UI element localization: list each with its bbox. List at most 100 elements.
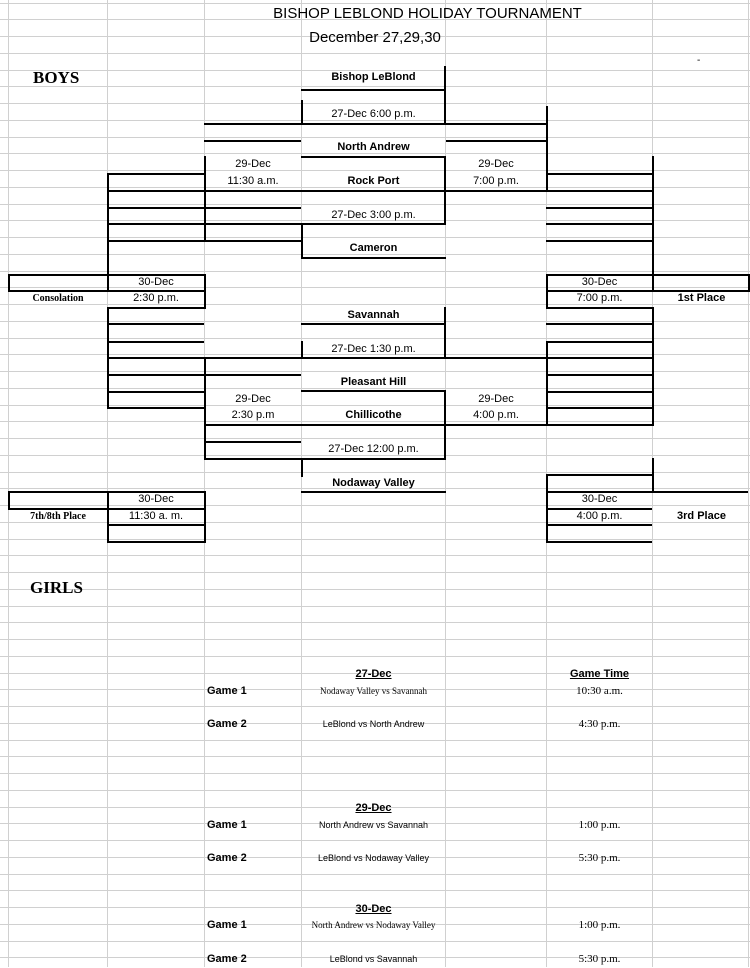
grid-row-line (0, 36, 750, 37)
semi-left-2-time: 2:30 p.m (231, 409, 275, 421)
bracket-line (301, 89, 446, 91)
bracket-line (446, 140, 546, 142)
semi-right-2-time: 4:00 p.m. (473, 409, 519, 421)
grid-row-line (0, 840, 750, 841)
seventh-place-time: 11:30 a. m. (128, 510, 184, 522)
bracket-line (107, 491, 109, 543)
bracket-line (652, 156, 654, 292)
semi-left-2-date: 29-Dec (235, 393, 271, 405)
bracket-line (546, 341, 548, 426)
bracket-line (204, 240, 301, 242)
grid-row-line (0, 187, 750, 188)
grid-row-line (0, 790, 750, 791)
girls-day-1-game-2-time: 4:30 p.m. (578, 718, 621, 730)
grid-row-line (0, 338, 750, 339)
grid-row-line (0, 555, 750, 556)
girls-day-1-game-2-matchup: LeBlond vs North Andrew (322, 719, 425, 729)
grid-row-line (0, 639, 750, 640)
grid-row-line (0, 220, 750, 221)
team-bishop-leblond: Bishop LeBlond (331, 71, 416, 83)
bracket-line (546, 374, 652, 376)
bracket-line (107, 307, 204, 309)
grid-row-line (0, 673, 750, 674)
grid-row-line (0, 589, 750, 590)
girls-day-1-date: 27-Dec (355, 668, 392, 680)
girls-day-3-game-1-matchup: North Andrew vs Nodaway Valley (311, 920, 436, 930)
bracket-line (107, 173, 204, 175)
bracket-line (546, 173, 652, 175)
grid-row-line (0, 890, 750, 891)
grid-row-line (0, 689, 750, 690)
bracket-line (107, 374, 204, 376)
bracket-line (446, 424, 546, 426)
bracket-line (444, 89, 446, 125)
first-place-label: 1st Place (677, 292, 726, 304)
grid-row-line (0, 505, 750, 506)
bracket-line (546, 106, 548, 192)
grid-row-line (0, 622, 750, 623)
bracket-line (546, 274, 548, 309)
team-pleasant-hill: Pleasant Hill (340, 376, 407, 388)
grid-row-line (0, 823, 750, 824)
girls-day-3-game-1-time: 1:00 p.m. (578, 919, 621, 931)
bracket-line (204, 357, 301, 359)
bracket-line (301, 491, 446, 493)
grid-row-line (0, 103, 750, 104)
bracket-line (546, 274, 748, 276)
girls-day-3-game-2-matchup: LeBlond vs Savannah (329, 954, 418, 964)
stray-dash: - (697, 55, 701, 66)
girls-heading: GIRLS (30, 578, 83, 597)
bracket-line (8, 274, 204, 276)
grid-row-line (0, 388, 750, 389)
bracket-line (107, 173, 109, 292)
seventh-place-date: 30-Dec (138, 493, 174, 505)
game-1-time: 27-Dec 6:00 p.m. (331, 108, 416, 120)
girls-day-1-game-1-label: Game 1 (207, 685, 247, 697)
bracket-line (107, 323, 204, 325)
bracket-line (107, 207, 204, 209)
grid-row-line (0, 539, 750, 540)
bracket-line (204, 207, 301, 209)
grid-row-line (0, 204, 750, 205)
bracket-line (301, 424, 446, 426)
girls-day-3-game-1-label: Game 1 (207, 919, 247, 931)
grid-row-line (0, 254, 750, 255)
bracket-line (301, 458, 446, 460)
bracket-line (546, 357, 652, 359)
bracket-line (107, 240, 204, 242)
bracket-line (204, 123, 301, 125)
tournament-title: BISHOP LEBLOND HOLIDAY TOURNAMENT (273, 5, 582, 22)
grid-row-line (0, 756, 750, 757)
bracket-line (546, 424, 652, 426)
girls-day-2-date: 29-Dec (355, 802, 392, 814)
bracket-line (107, 190, 204, 192)
bracket-line (204, 491, 206, 543)
consolation-time: 2:30 p.m. (133, 292, 179, 304)
tournament-dates: December 27,29,30 (309, 29, 441, 46)
team-cameron: Cameron (349, 242, 398, 254)
bracket-line (546, 190, 652, 192)
bracket-line (546, 508, 652, 510)
semi-right-2-date: 29-Dec (478, 393, 514, 405)
bracket-line (204, 458, 301, 460)
bracket-line (301, 100, 303, 125)
bracket-line (204, 374, 301, 376)
bracket-line (546, 407, 652, 409)
semi-left-1-time: 11:30 a.m. (227, 175, 279, 187)
consolation-label: Consolation (32, 293, 84, 304)
bracket-line (546, 341, 652, 343)
bracket-line (444, 190, 446, 225)
bracket-line (107, 524, 204, 526)
bracket-line (446, 357, 546, 359)
bracket-line (546, 524, 652, 526)
bracket-line (546, 391, 652, 393)
consolation-date: 30-Dec (138, 276, 174, 288)
game-time-header: Game Time (569, 668, 630, 680)
bracket-line (301, 390, 446, 392)
bracket-line (546, 491, 748, 493)
grid-row-line (0, 488, 750, 489)
bracket-line (446, 190, 546, 192)
team-nodaway-valley: Nodaway Valley (332, 477, 415, 489)
girls-day-3-date: 30-Dec (355, 903, 392, 915)
girls-day-3-game-2-label: Game 2 (207, 953, 247, 965)
